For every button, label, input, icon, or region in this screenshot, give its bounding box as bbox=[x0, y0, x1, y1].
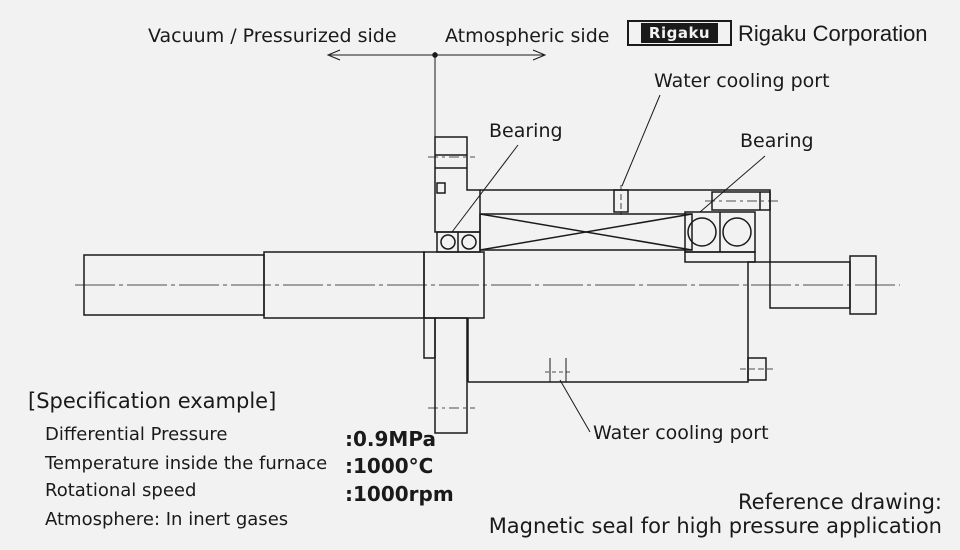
spec-value-rotation: :1000rpm bbox=[345, 482, 454, 506]
spec-value-temperature: :1000°C bbox=[345, 454, 434, 478]
flange-lower bbox=[434, 317, 468, 434]
label-bearing-left: Bearing bbox=[489, 120, 563, 142]
leader-water-bottom bbox=[559, 379, 591, 433]
label-bearing-right: Bearing bbox=[740, 130, 814, 152]
rigaku-logo: Rigaku bbox=[627, 20, 732, 46]
leader-bearing-right bbox=[699, 155, 766, 213]
label-water-port-bottom: Water cooling port bbox=[593, 422, 769, 444]
spec-name-atmosphere: Atmosphere: In inert gases bbox=[45, 509, 289, 530]
atmospheric-side-label: Atmospheric side bbox=[445, 25, 610, 47]
leader-water-top bbox=[621, 94, 661, 187]
shaft-right-end bbox=[849, 255, 877, 315]
reference-line-2: Magnetic seal for high pressure applicat… bbox=[488, 514, 942, 538]
logo-text: Rigaku bbox=[640, 23, 719, 43]
company-name: Rigaku Corporation bbox=[738, 21, 928, 46]
housing bbox=[468, 189, 771, 383]
spec-value-pressure: :0.9MPa bbox=[345, 427, 436, 451]
spec-title: [Specification example] bbox=[28, 389, 277, 413]
flange-upper bbox=[434, 136, 481, 233]
vacuum-side-label: Vacuum / Pressurized side bbox=[148, 25, 397, 47]
leader-bearing-left bbox=[451, 144, 519, 233]
spec-name-pressure: Differential Pressure bbox=[45, 424, 228, 445]
spec-name-temperature: Temperature inside the furnace bbox=[45, 453, 328, 474]
spec-name-rotation: Rotational speed bbox=[45, 480, 197, 501]
label-water-port-top: Water cooling port bbox=[654, 70, 830, 92]
reference-line-1: Reference drawing: bbox=[738, 490, 942, 514]
